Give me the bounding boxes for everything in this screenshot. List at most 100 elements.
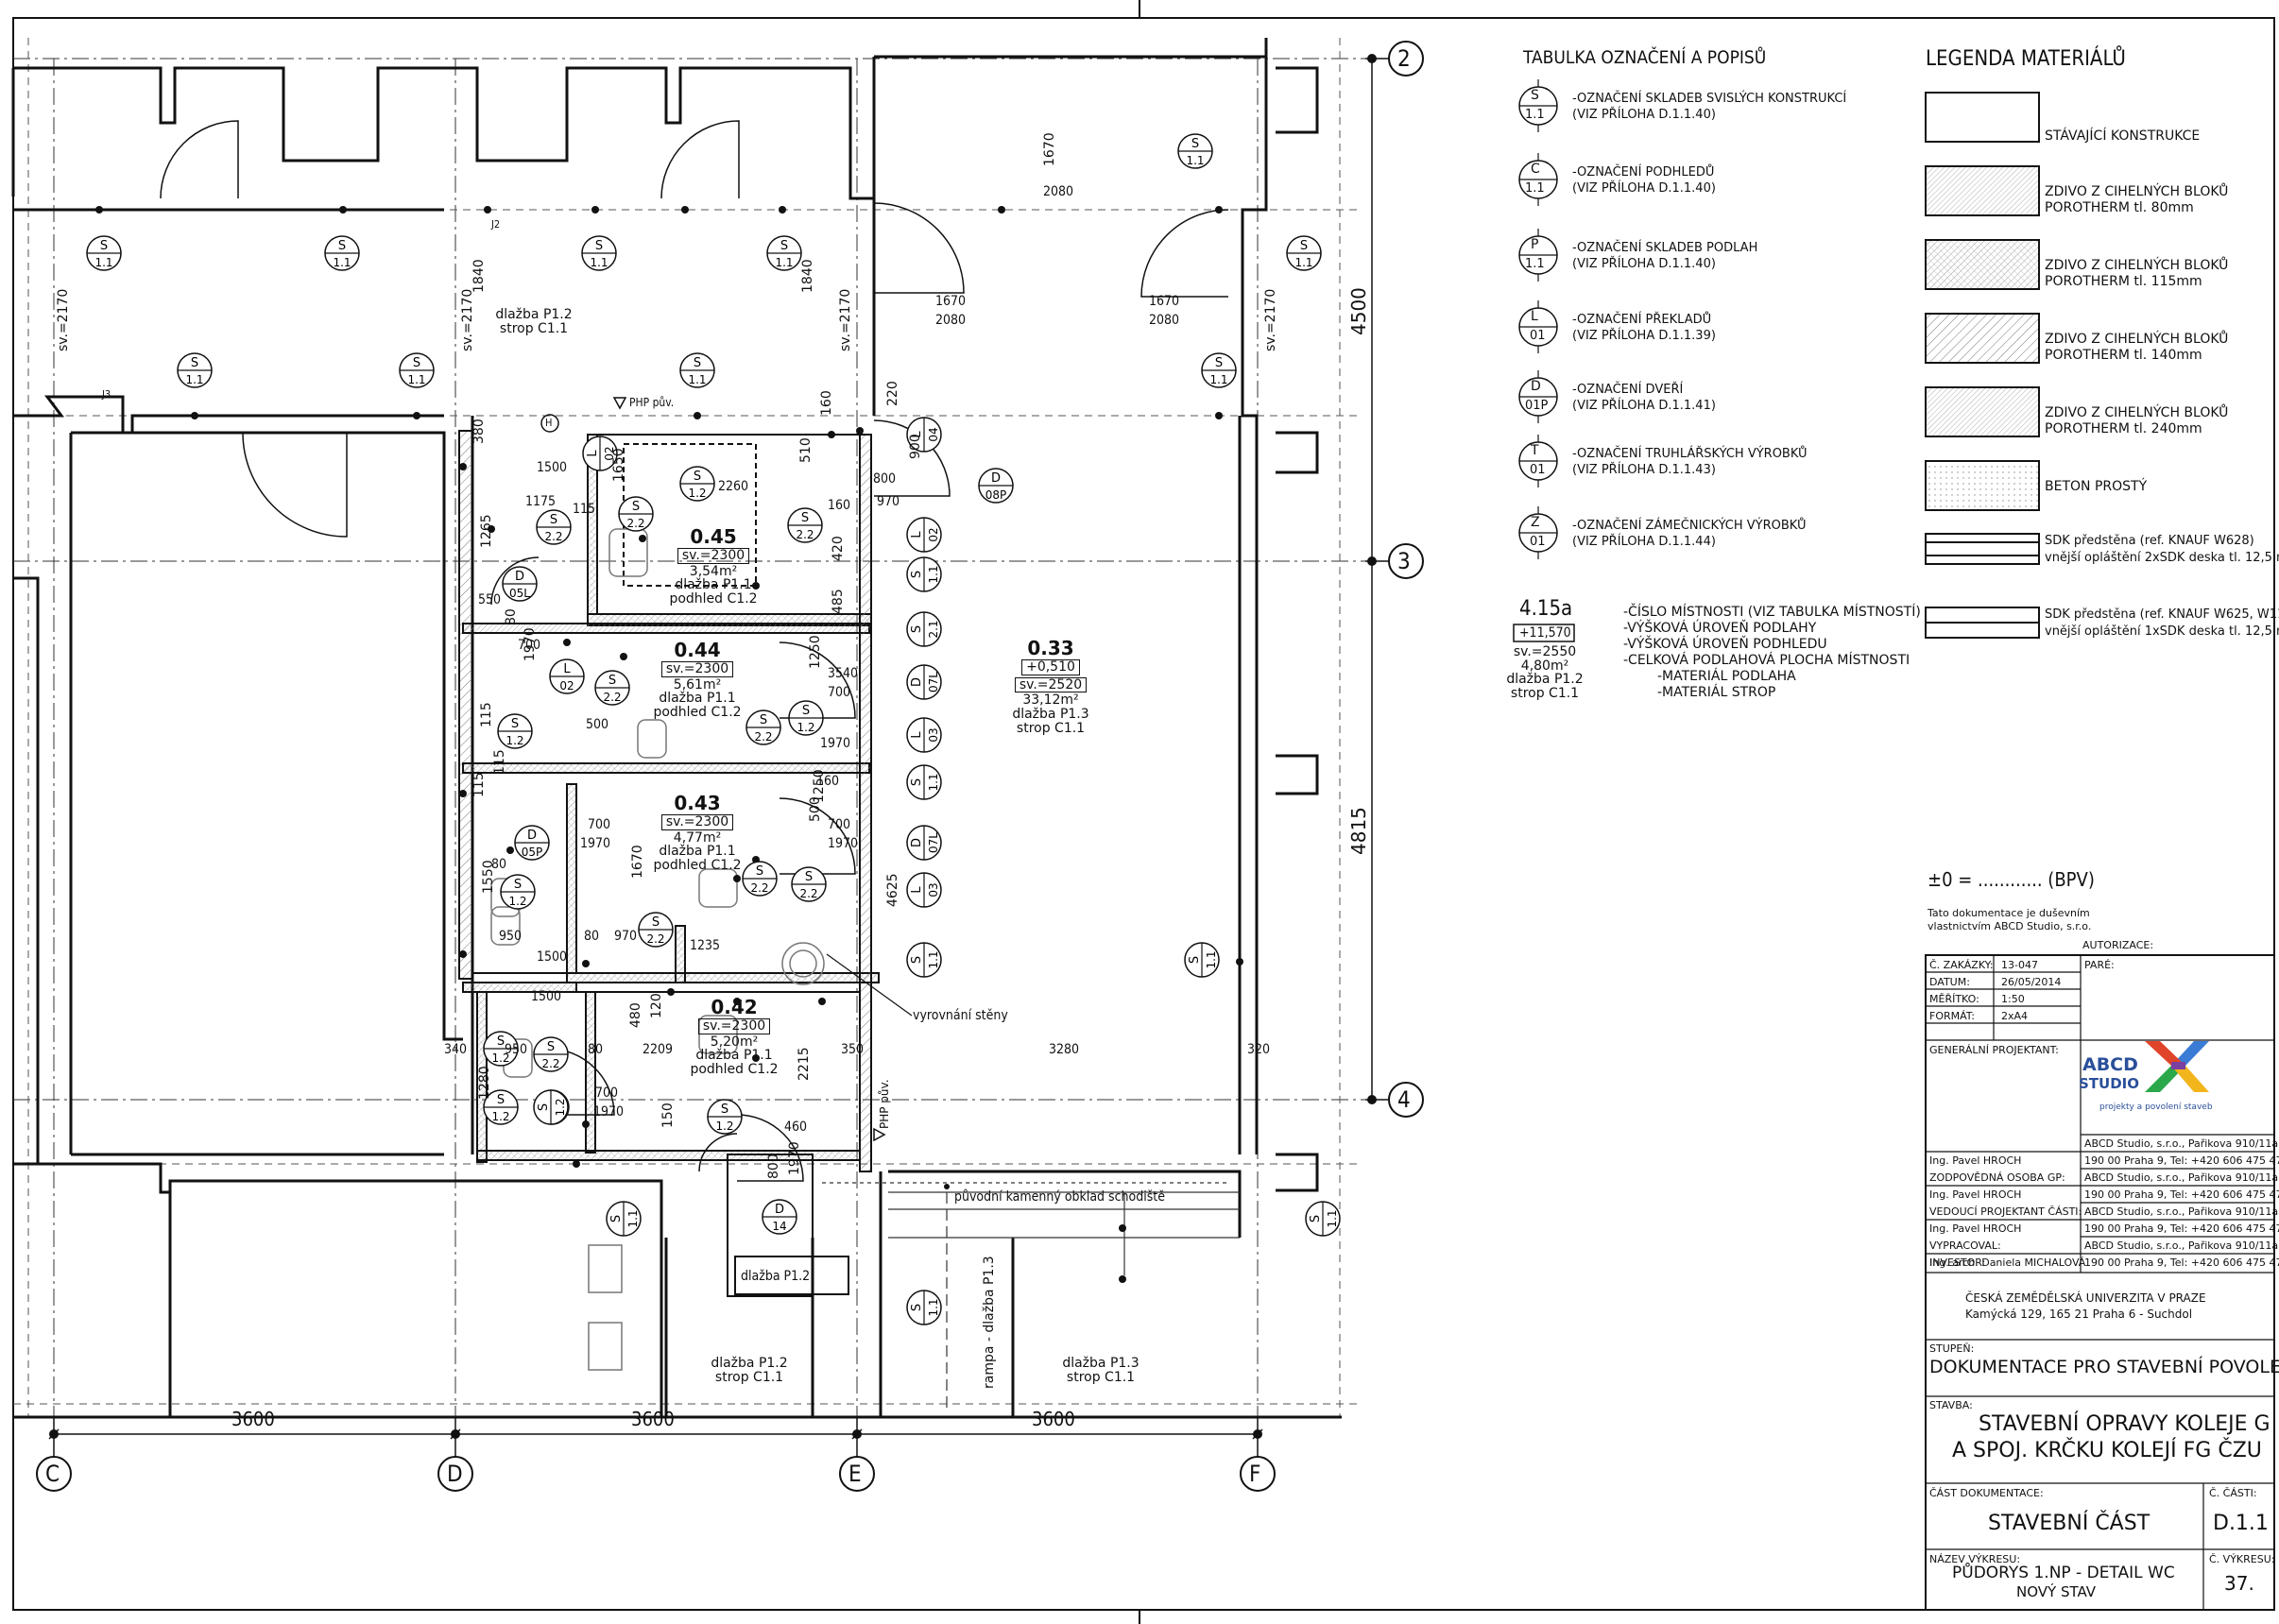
- dimension-label: 950: [505, 1042, 528, 1057]
- plan-tag-top: S: [537, 1103, 551, 1111]
- plan-tag-bottom: 1.1: [927, 950, 940, 968]
- dimension-label: 150: [660, 1103, 676, 1128]
- note-vyrovnani: vyrovnání stěny: [913, 1008, 1008, 1023]
- plan-tag-top: S: [1215, 356, 1223, 370]
- plan-tag-icon: S1.1: [177, 352, 213, 388]
- plan-tag-icon: D 14: [762, 1199, 797, 1235]
- note-php-1: PHP pův.: [629, 396, 675, 409]
- legend-tag-top: C: [1531, 162, 1540, 177]
- dimension-label: 4625: [885, 873, 900, 907]
- tb-format-label: FORMÁT:: [1929, 1010, 1976, 1022]
- legend-tag-bottom: 1.1: [1525, 108, 1545, 122]
- dimension-label: 1670: [1149, 294, 1180, 309]
- dimension-label: 800: [766, 1154, 781, 1179]
- dimension-label: 160: [828, 498, 851, 513]
- dimension-label: 80: [584, 929, 600, 944]
- tb-stavba-2: A SPOJ. KRČKU KOLEJÍ FG ČZU: [1952, 1439, 2262, 1462]
- dimension-label: 80: [491, 857, 507, 872]
- plan-tag-top: D: [775, 1203, 784, 1217]
- plan-tag-top: S: [780, 239, 788, 253]
- plan-tag-bottom: 07L: [927, 672, 940, 692]
- dimension-label: 2080: [1149, 313, 1180, 328]
- legend-row-text: -OZNAČENÍ SKLADEB PODLAH(VIZ PŘÍLOHA D.1…: [1572, 241, 1758, 271]
- dimension-label: 1250: [808, 635, 823, 669]
- dimension-label: 970: [614, 929, 638, 944]
- tb-stupen: DOKUMENTACE PRO STAVEBNÍ POVOLENÍ: [1929, 1357, 2279, 1377]
- plan-tag-bottom: 14: [772, 1220, 786, 1233]
- dimension-label: 1970: [787, 1141, 802, 1175]
- person-name: Ing. Pavel HROCH: [1929, 1222, 2022, 1235]
- plan-tag-top: S: [1191, 137, 1199, 151]
- plan-tag-bottom: 1.1: [407, 373, 425, 386]
- legend-tag-icon: [1518, 79, 1558, 132]
- legend-tag-bottom: 1.1: [1525, 181, 1545, 196]
- plan-tag-bottom: 1.1: [590, 256, 608, 269]
- tb-meritko: 1:50: [2001, 993, 2025, 1005]
- plan-tag-bottom: 1.1: [927, 773, 940, 791]
- plan-tag-bottom: 1.2: [554, 1098, 567, 1116]
- dimension-label: 1970: [580, 836, 611, 851]
- legend-tag-bottom: 01: [1530, 535, 1546, 549]
- plan-tag-top: D: [910, 838, 924, 847]
- tb-stavba-1: STAVEBNÍ OPRAVY KOLEJE G: [1979, 1412, 2270, 1436]
- logo-text-abcd: ABCD: [2082, 1054, 2138, 1075]
- dimension-label: 120: [649, 993, 664, 1018]
- dimension-label: 1970: [820, 736, 851, 751]
- logo-tagline: projekty a povolení staveb: [2099, 1103, 2213, 1112]
- person-company: ABCD Studio, s.r.o., Pařikova 910/11a: [2084, 1137, 2279, 1150]
- plan-tag-bottom: 1.2: [688, 487, 706, 500]
- dimension-label: 3280: [1049, 1042, 1080, 1057]
- note-rampa: rampa - dlažba P1.3: [982, 1256, 997, 1389]
- legend-tag-icon: [1518, 300, 1558, 353]
- dimension-label: 1970: [523, 627, 538, 661]
- room-example-level: +11,570: [1519, 625, 1571, 641]
- plan-tag-top: S: [910, 778, 924, 786]
- tb-meritko-label: MĚŘÍTKO:: [1929, 993, 1979, 1005]
- plan-tag-top: S: [652, 915, 660, 930]
- dimension-label: 115: [492, 749, 507, 775]
- plan-tag-icon: S1.2: [788, 700, 824, 736]
- dim-bottom-1: 3600: [231, 1408, 275, 1430]
- plan-tag-top: S: [1300, 239, 1308, 253]
- plan-tag-bottom: 1.1: [775, 256, 793, 269]
- plan-tag-bottom: 02: [603, 446, 616, 460]
- plan-tag-top: S: [550, 513, 557, 527]
- dimension-label: 1500: [537, 460, 568, 475]
- plan-tag-bottom: 2.2: [544, 530, 562, 543]
- plan-tag-top: S: [1188, 956, 1202, 964]
- plan-tag-icon: S1.1: [399, 352, 435, 388]
- plan-tag-top: L: [910, 431, 924, 438]
- person-company: ABCD Studio, s.r.o., Pařikova 910/11a: [2084, 1239, 2279, 1252]
- plan-tag-bottom: 2.1: [927, 620, 940, 638]
- plan-tag-bottom: 2.2: [541, 1057, 559, 1070]
- plan-tag-bottom: 02: [927, 527, 940, 541]
- dimension-label: 700: [828, 685, 851, 700]
- plan-tag-bottom: 2.2: [750, 881, 768, 895]
- plan-tag-bottom: 1.1: [1209, 373, 1227, 386]
- plan-tag-bottom: 2.2: [799, 887, 817, 900]
- plan-tag-top: S: [802, 704, 810, 718]
- dimension-label: 800: [873, 471, 897, 487]
- tb-nazev-label: NÁZEV VÝKRESU:: [1929, 1553, 2021, 1565]
- dim-right-2: 4815: [1347, 807, 1370, 855]
- plan-tag-bottom: 08P: [985, 488, 1007, 502]
- plan-tag-icon: S 1.1: [766, 235, 802, 271]
- tb-c-vykresu: 37.: [2224, 1572, 2254, 1595]
- plan-tag-icon: S1.2: [707, 1099, 743, 1135]
- plan-tag-bottom: 1.1: [1294, 256, 1312, 269]
- plan-tag-bottom: 04: [927, 427, 940, 441]
- plan-tag-bottom: 1.2: [505, 734, 523, 747]
- plan-tag-top: S: [609, 1215, 624, 1222]
- person-address: 190 00 Praha 9, Tel: +420 606 475 474: [2084, 1188, 2279, 1201]
- plan-tag-top: L: [563, 662, 571, 676]
- plan-tag-top: L: [910, 731, 924, 739]
- dimension-label: 3540: [828, 666, 859, 681]
- person-address: 190 00 Praha 9, Tel: +420 606 475 474: [2084, 1222, 2279, 1235]
